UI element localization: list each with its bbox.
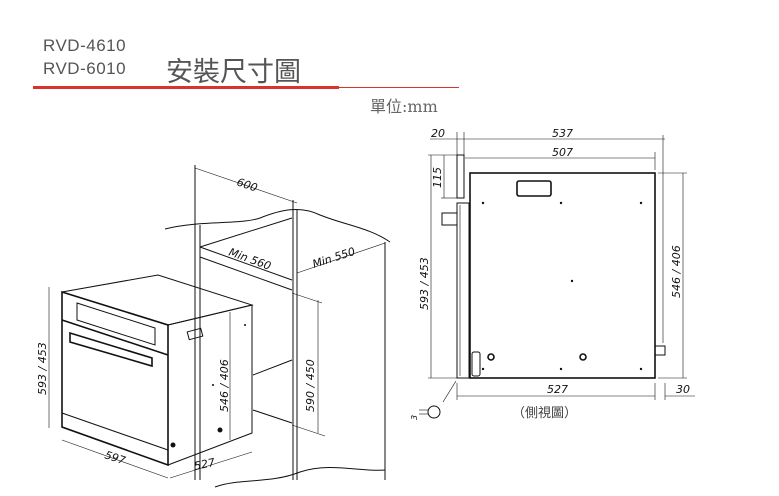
- dim-panel-thickness: 20: [431, 127, 445, 140]
- dim-body-top-depth: 507: [552, 146, 573, 159]
- dim-oven-depth: 527: [193, 456, 216, 473]
- dim-body-depth: 527: [547, 383, 568, 396]
- unit-label: 單位:mm: [370, 97, 438, 116]
- dim-cabinet-width: 600: [235, 176, 259, 195]
- dim-rear-protrusion: 30: [676, 383, 690, 396]
- title-underline-thin: [339, 87, 459, 88]
- title-underline: [33, 86, 339, 89]
- side-view-caption: （側視圖）: [512, 406, 577, 421]
- dim-total-depth: 537: [552, 127, 573, 140]
- oven-iso: [48, 274, 254, 479]
- dim-front-height: 593 / 453: [418, 257, 431, 310]
- dim-oven-width: 597: [103, 448, 127, 467]
- model-number-1: RVD-4610: [43, 36, 127, 55]
- cabinet: [164, 165, 391, 488]
- dim-min-depth: Min 550: [311, 245, 357, 271]
- model-number-2: RVD-6010: [43, 59, 127, 78]
- dim-oven-side-height: 546 / 406: [218, 359, 231, 412]
- dim-detail-gap: 3: [410, 415, 419, 420]
- dim-panel-height: 115: [431, 167, 444, 188]
- oven-side-view: [419, 132, 695, 419]
- page-title: 安裝尺寸圖: [166, 57, 301, 88]
- dim-oven-height: 593 / 453: [36, 342, 49, 395]
- dim-body-height: 546 / 406: [670, 245, 683, 298]
- dim-cabinet-height: 590 / 450: [304, 359, 317, 412]
